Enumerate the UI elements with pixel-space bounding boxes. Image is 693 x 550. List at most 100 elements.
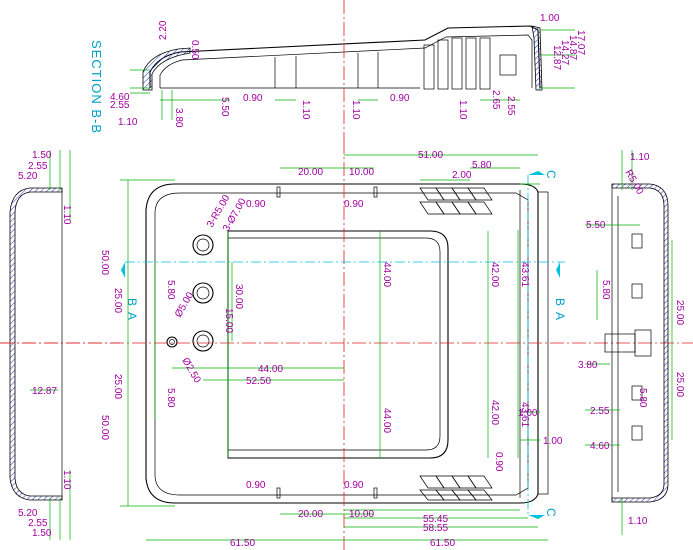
section-marker-c-bottom: C xyxy=(544,508,558,517)
dim-label: 1.00 xyxy=(543,436,563,447)
dim-label: 44.00 xyxy=(381,408,392,433)
vents-bottom xyxy=(419,475,493,501)
dim-label: 1.10 xyxy=(61,205,72,225)
dim-label: 0.90 xyxy=(344,480,364,491)
dim-label: 3.80 xyxy=(173,108,184,128)
dim-label: 42.00 xyxy=(489,400,500,425)
dim-label: 4.60 xyxy=(590,441,610,452)
button-hole-bottom xyxy=(192,330,214,352)
dim-label: 0.50 xyxy=(189,40,200,60)
dim-label: 44.00 xyxy=(381,262,392,287)
front-outer-shell xyxy=(145,183,539,504)
dim-label: 5.80 xyxy=(165,388,176,408)
dim-label: 10.00 xyxy=(349,509,374,520)
button-holes xyxy=(166,234,214,352)
dim-label: 17.07 xyxy=(575,30,586,55)
dim-label: 61.50 xyxy=(430,538,455,549)
dim-label: 51.00 xyxy=(418,150,443,161)
led-hole xyxy=(166,336,178,348)
dim-label: 0.90 xyxy=(243,93,263,104)
section-marker-a-right: A xyxy=(553,312,567,320)
left-shell-hatch xyxy=(9,187,63,501)
dim-label: 5.80 xyxy=(637,388,648,408)
section-marker-c-top: C xyxy=(544,170,558,179)
dim-label: 5.80 xyxy=(472,160,492,171)
button-hole-mid-inner xyxy=(196,286,210,300)
dim-label: 1.00 xyxy=(518,408,538,419)
dim-label: 5.80 xyxy=(165,280,176,300)
dim-label: 0.90 xyxy=(246,480,266,491)
dim-label: 12.87 xyxy=(32,386,57,397)
dim-label: 25.00 xyxy=(674,372,685,397)
dim-label: 1.50 xyxy=(32,528,52,539)
dim-label: 25.00 xyxy=(112,374,123,399)
dim-label: 5.50 xyxy=(219,97,230,117)
display-window-inner xyxy=(228,237,441,451)
dim-label: 1.10 xyxy=(630,152,650,163)
right-dim-lines xyxy=(585,150,673,535)
front-inner-shell xyxy=(154,192,529,496)
dim-label: 1.10 xyxy=(628,516,648,527)
dim-label: 1.00 xyxy=(540,13,560,24)
dim-label: 2.20 xyxy=(158,20,169,40)
dim-label: 1.10 xyxy=(457,100,468,120)
dim-label: 1.10 xyxy=(61,470,72,490)
dim-label: 0.90 xyxy=(390,93,410,104)
dim-label: 2.55 xyxy=(28,161,48,172)
dim-label: 14.87 xyxy=(567,35,578,60)
dim-label: Ø2.50 xyxy=(179,356,202,385)
dim-label: 5.50 xyxy=(586,220,606,231)
section-title: SECTION B-B xyxy=(89,40,104,134)
front-dim-lines xyxy=(120,154,548,541)
dim-label: 43.61 xyxy=(519,402,530,427)
dim-label: 5.20 xyxy=(18,508,38,519)
dim-label: 5.20 xyxy=(18,171,38,182)
dim-label: 2.55 xyxy=(28,518,48,529)
dim-label: 1.10 xyxy=(118,117,138,128)
front-view: B A B A C C xyxy=(0,140,693,550)
dim-label: 2.55 xyxy=(590,406,610,417)
dim-label: 2.55 xyxy=(505,96,516,116)
section-outer-profile xyxy=(149,25,541,89)
left-side-view: 1.50 2.55 5.20 1.10 12.87 1.10 5.20 2.55… xyxy=(0,150,120,540)
rib-slots xyxy=(276,186,378,499)
dim-label: 3.80 xyxy=(578,360,598,371)
dim-label: 0.90 xyxy=(246,199,266,210)
section-right-hatch xyxy=(531,25,543,91)
dim-label: 4.60 xyxy=(110,92,130,103)
button-hole-top-inner xyxy=(196,238,210,252)
section-inner-profile xyxy=(159,34,533,88)
section-marker-b-right: B xyxy=(553,298,567,306)
dim-label: 44.00 xyxy=(258,364,283,375)
dim-label: 1.50 xyxy=(32,150,52,161)
section-marker-b-left: B xyxy=(125,298,139,306)
dim-label: 25.00 xyxy=(674,300,685,325)
dim-label: 1.10 xyxy=(350,100,361,120)
section-arrows xyxy=(121,171,560,519)
dim-label: R5.00 xyxy=(622,168,645,197)
right-side-view: 1.10 R5.00 5.50 5.80 25.00 3.80 25.00 5.… xyxy=(578,150,685,535)
dim-label: 15.00 xyxy=(223,308,234,333)
left-dim-lines xyxy=(30,150,71,540)
dim-label: 55.45 xyxy=(423,514,448,525)
dim-label: 25.00 xyxy=(112,288,123,313)
dim-label: 52.50 xyxy=(246,376,271,387)
dim-label: 61.50 xyxy=(230,538,255,549)
dim-label: 14.27 xyxy=(559,40,570,65)
dim-label: 0.90 xyxy=(493,452,504,472)
dim-label: 1.10 xyxy=(300,100,311,120)
button-hole-bottom-inner xyxy=(196,334,210,348)
button-hole-top xyxy=(192,234,214,256)
dim-label: 20.00 xyxy=(298,167,323,178)
dim-label: 5.80 xyxy=(600,280,611,300)
vents-top xyxy=(419,187,493,215)
dim-label: 2.00 xyxy=(452,170,472,181)
dim-label: 2.65 xyxy=(490,90,501,110)
dim-label: 43.61 xyxy=(519,262,530,287)
right-snap-tabs xyxy=(604,233,652,441)
led-hole-inner xyxy=(169,339,175,345)
section-wall-hatch xyxy=(142,47,191,91)
dim-label: 50.00 xyxy=(99,415,110,440)
dim-label: 50.00 xyxy=(99,250,110,275)
